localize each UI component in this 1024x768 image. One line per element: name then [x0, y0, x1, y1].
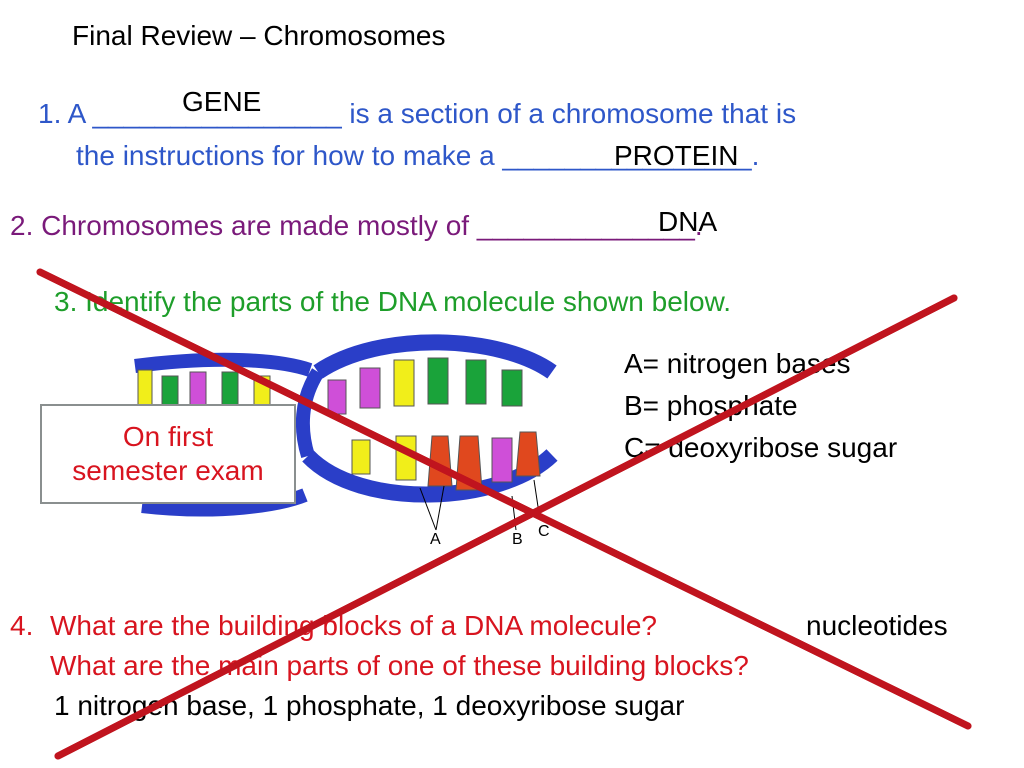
label-a: A [430, 531, 441, 548]
first-semester-note: On first semester exam [40, 404, 296, 504]
page-title: Final Review – Chromosomes [72, 20, 446, 51]
question-1-line-2: the instructions for how to make a _____… [76, 140, 760, 171]
question-4-line-1: What are the building blocks of a DNA mo… [50, 610, 657, 641]
answer-b: B= phosphate [624, 390, 798, 421]
note-line-1: On first [122, 421, 214, 452]
question-1-line-1: 1. A ________________ is a section of a … [38, 98, 797, 129]
answer-protein: PROTEIN [614, 140, 739, 171]
note-line-2: semester exam [72, 455, 264, 486]
answer-a: A= nitrogen bases [624, 348, 851, 379]
answer-c: C= deoxyribose sugar [624, 432, 898, 463]
label-b: B [512, 531, 523, 548]
answer-gene: GENE [182, 86, 262, 117]
answer-nucleotides: nucleotides [806, 610, 948, 641]
answer-building-block-parts: 1 nitrogen base, 1 phosphate, 1 deoxyrib… [54, 690, 685, 721]
question-2: 2. Chromosomes are made mostly of ______… [10, 210, 703, 241]
question-4-line-2: What are the main parts of one of these … [50, 650, 749, 681]
label-c: C [538, 523, 550, 540]
question-4-number: 4. [10, 610, 34, 641]
answer-dna: DNA [658, 206, 718, 237]
